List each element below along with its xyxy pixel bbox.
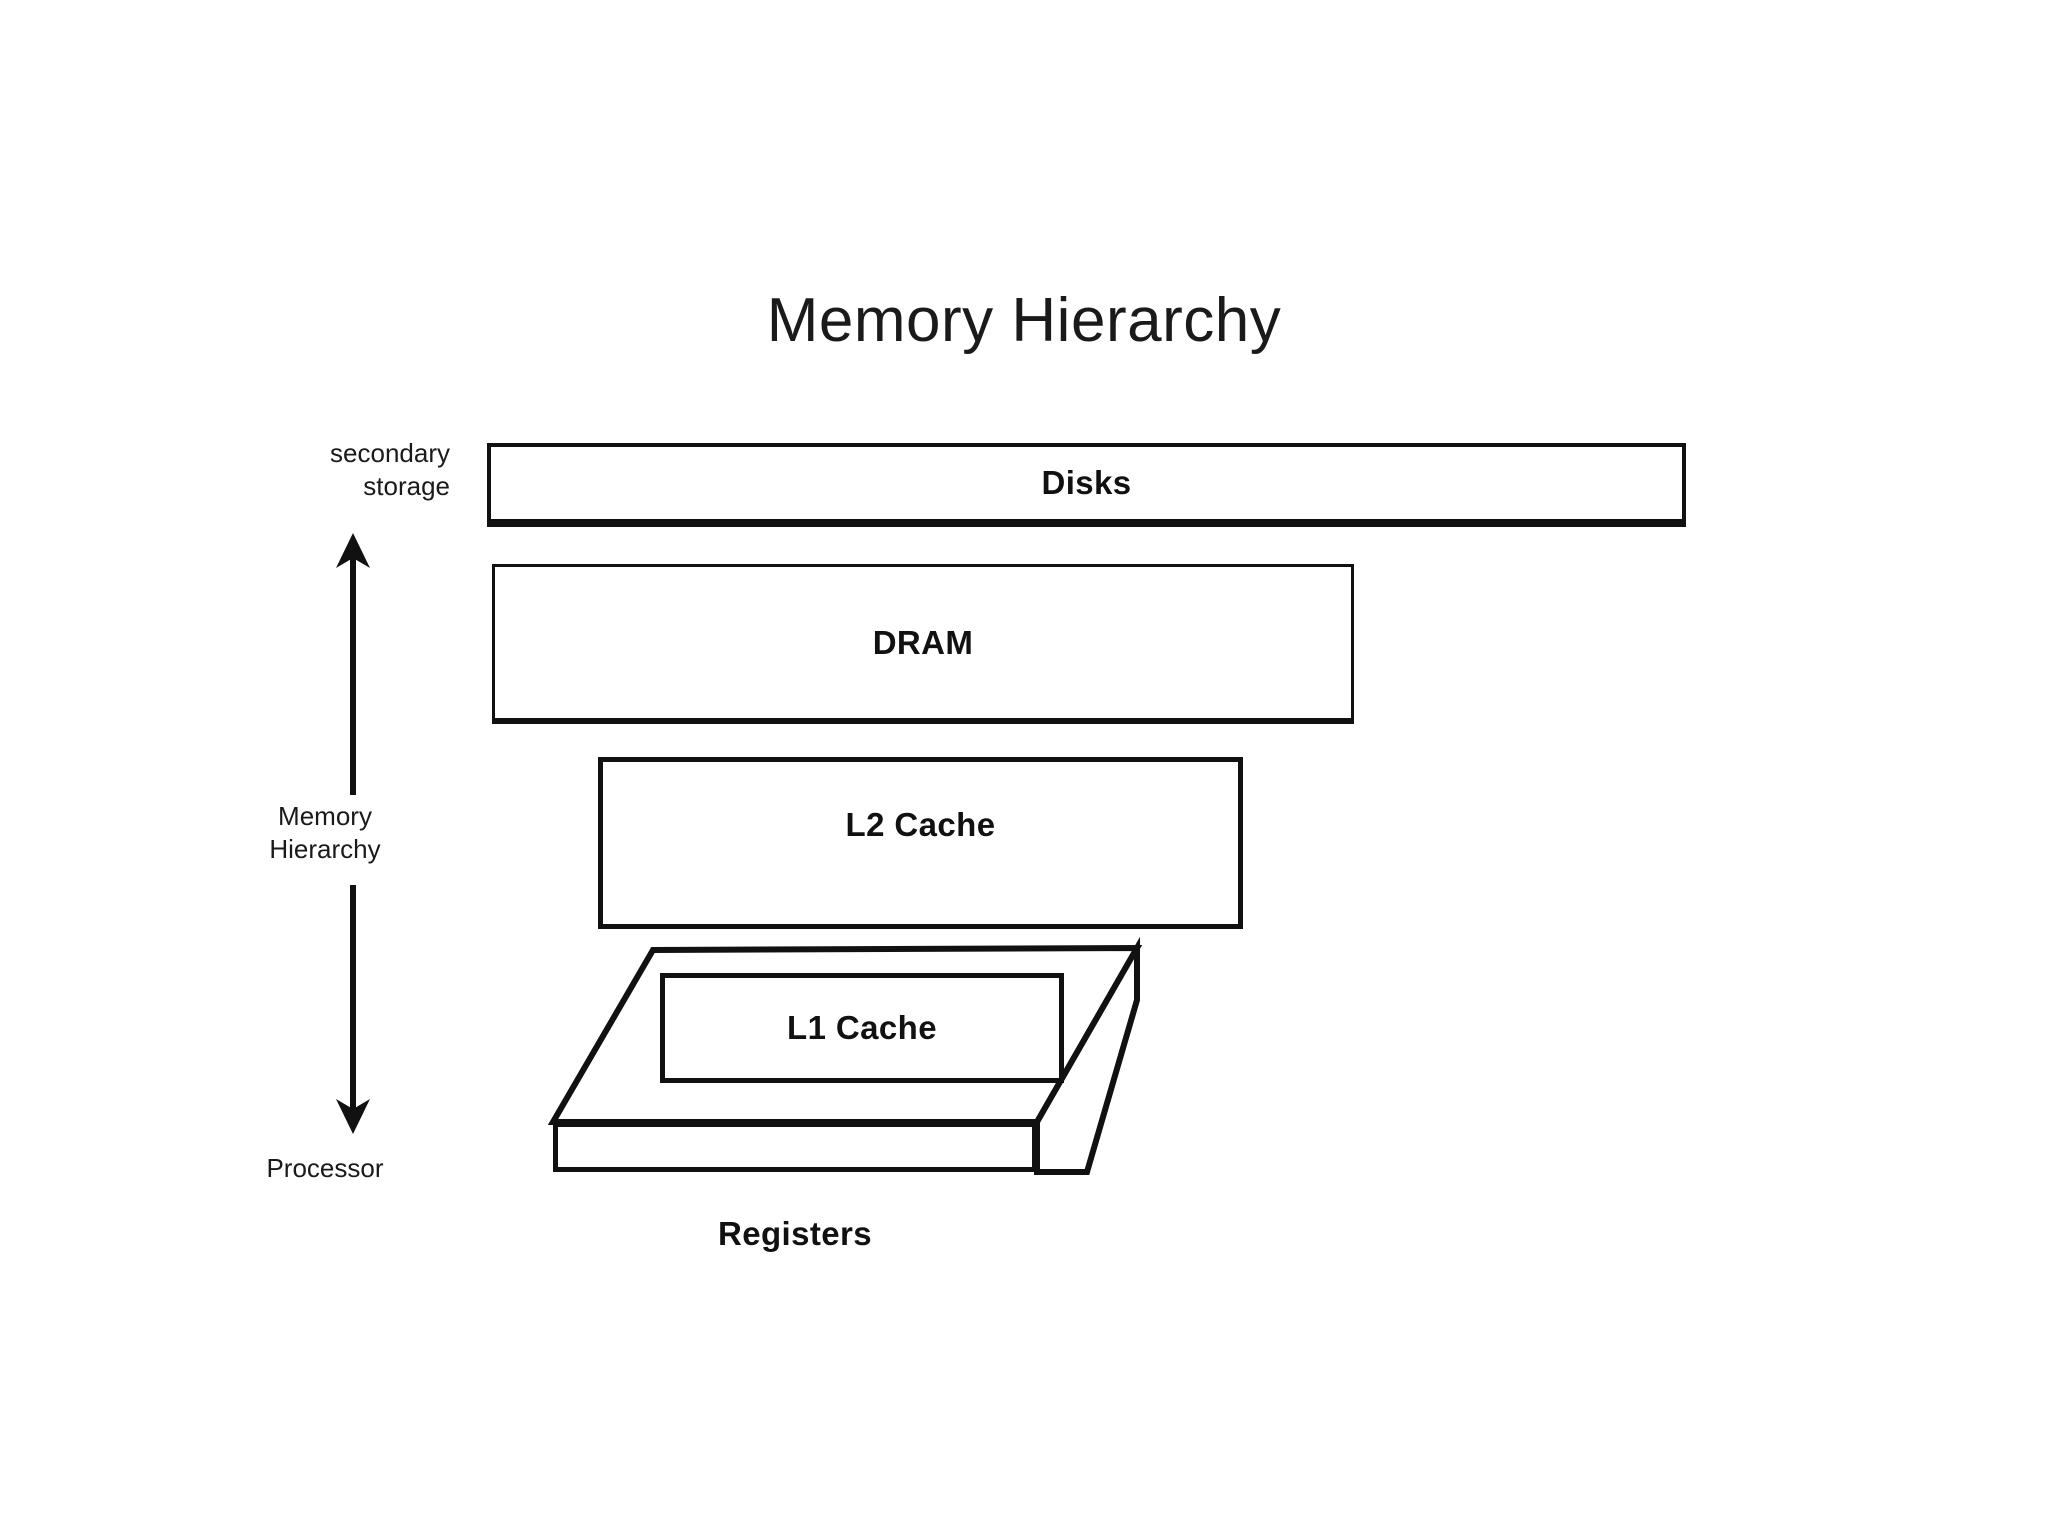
hierarchy-level-registers-label: Registers bbox=[717, 1215, 872, 1252]
hierarchy-level-disks: Disks bbox=[487, 443, 1686, 527]
hierarchy-level-registers-bar bbox=[553, 1122, 1037, 1172]
page-title: Memory Hierarchy bbox=[766, 286, 1282, 355]
arrow-head-down-icon bbox=[336, 1099, 370, 1134]
hierarchy-level-l2-cache-label: L2 Cache bbox=[845, 806, 996, 843]
hierarchy-level-disks-label: Disks bbox=[1041, 464, 1132, 501]
hierarchy-level-l1-cache-label: L1 Cache bbox=[787, 1009, 937, 1046]
hierarchy-level-l2-cache: L2 Cache bbox=[598, 757, 1243, 929]
arrow-head-up-icon bbox=[336, 533, 370, 568]
hierarchy-level-dram-label: DRAM bbox=[872, 623, 974, 661]
axis-label-secondary-storage: secondary storage bbox=[330, 438, 450, 502]
axis-label-memory-hierarchy: Memory Hierarchy bbox=[269, 801, 381, 865]
hierarchy-level-dram: DRAM bbox=[492, 564, 1354, 724]
axis-label-processor: Processor bbox=[266, 1153, 384, 1183]
hierarchy-level-l1-cache: L1 Cache bbox=[660, 973, 1064, 1083]
